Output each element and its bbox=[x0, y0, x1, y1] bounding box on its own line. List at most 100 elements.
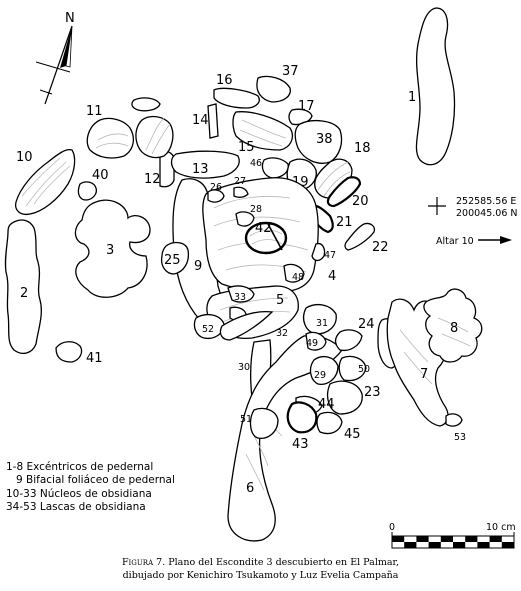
artifact-44 bbox=[261, 157, 289, 179]
artifact-label-8: 8 bbox=[450, 321, 458, 336]
artifact-label-14: 14 bbox=[192, 113, 209, 128]
artifact-46 bbox=[283, 263, 305, 283]
legend-item: 9 Bifacial foliáceo de pedernal bbox=[16, 474, 175, 487]
artifact-label-10: 10 bbox=[16, 150, 33, 165]
survey-datum-crosshair-icon bbox=[428, 197, 446, 215]
artifact-29 bbox=[309, 355, 339, 385]
north-label: N bbox=[65, 11, 75, 26]
artifact-label-32: 32 bbox=[276, 328, 288, 339]
artifact-36 bbox=[256, 75, 291, 103]
artifact-27 bbox=[233, 186, 249, 198]
artifact-50 bbox=[193, 313, 225, 340]
artifact-label-30: 30 bbox=[238, 362, 250, 373]
scale-min-label: 0 bbox=[389, 522, 395, 533]
artifact-label-40: 42 bbox=[255, 221, 272, 236]
artifact-label-12: 12 bbox=[144, 172, 161, 187]
artifact-label-29: 29 bbox=[314, 370, 326, 381]
artifact-label-21: 21 bbox=[336, 215, 353, 230]
artifact-52 bbox=[334, 329, 363, 352]
artifact-11 bbox=[86, 117, 135, 159]
artifact-label-18: 18 bbox=[354, 141, 371, 156]
artifact-39 bbox=[55, 341, 83, 363]
artifact-label-16: 16 bbox=[216, 73, 233, 88]
artifact-label-5: 5 bbox=[276, 293, 284, 308]
artifact-51 bbox=[445, 413, 463, 427]
arrow-right-icon bbox=[478, 236, 512, 244]
artifact-43 bbox=[316, 411, 343, 435]
artifact-label-39: 41 bbox=[86, 351, 103, 366]
artifact-label-48: 50 bbox=[358, 364, 370, 375]
artifact-26 bbox=[207, 189, 225, 203]
artifact-8 bbox=[423, 288, 483, 363]
artifact-label-11: 11 bbox=[86, 104, 103, 119]
artifact-31 bbox=[302, 303, 337, 335]
artifact-label-7: 7 bbox=[420, 367, 428, 382]
scale-max-label: 10 cm bbox=[486, 522, 516, 533]
artifact-label-20: 20 bbox=[352, 194, 369, 209]
artifact-label-47: 49 bbox=[306, 338, 318, 349]
artifact-48 bbox=[338, 355, 367, 382]
artifact-25 bbox=[160, 241, 190, 275]
artifact-label-33: 33 bbox=[234, 292, 246, 303]
artifact-41 bbox=[286, 401, 318, 434]
artifact-16 bbox=[213, 87, 260, 109]
caption-line-2: dibujado por Kenichiro Tsukamoto y Luz E… bbox=[122, 570, 399, 581]
legend-item: 1-8 Excéntricos de pedernal bbox=[6, 461, 154, 473]
artifact-15 bbox=[232, 111, 294, 151]
figure-label: Figura 7. bbox=[121, 557, 166, 568]
artifact-label-3: 3 bbox=[106, 243, 114, 258]
artifact-label-6: 6 bbox=[246, 481, 254, 496]
artifact-1 bbox=[415, 7, 456, 166]
figure-caption: Figura 7. Plano del Escondite 3 descubie… bbox=[0, 556, 521, 582]
artifact-label-50: 52 bbox=[202, 324, 214, 335]
artifact-40 bbox=[244, 221, 288, 255]
scale-bar bbox=[391, 532, 515, 549]
coordinate-north: 200045.06 N bbox=[456, 208, 518, 219]
artifact-22 bbox=[344, 222, 376, 251]
legend-item: 34-53 Lascas de obsidiana bbox=[6, 500, 146, 513]
caption-line-1: Plano del Escondite 3 descubierto en El … bbox=[168, 557, 400, 568]
artifact-label-51: 53 bbox=[454, 432, 466, 443]
artifact-label-9: 9 bbox=[194, 259, 202, 274]
artifact-label-22: 22 bbox=[372, 240, 389, 255]
artifact-label-44: 46 bbox=[250, 158, 262, 169]
artifact-32 bbox=[219, 310, 274, 341]
artifact-label-42: 44 bbox=[318, 397, 335, 412]
artifact-label-37: 38 bbox=[316, 132, 333, 147]
artifact-label-43: 45 bbox=[344, 427, 361, 442]
artifact-14 bbox=[207, 103, 219, 139]
artifact-label-26: 26 bbox=[210, 182, 222, 193]
artifact-label-15: 15 bbox=[238, 140, 255, 155]
artifact-38 bbox=[77, 181, 98, 201]
artifact-label-23: 23 bbox=[364, 385, 381, 400]
artifact-label-28: 28 bbox=[250, 204, 262, 215]
altar-label: Altar 10 bbox=[436, 236, 474, 247]
artifact-label-24: 24 bbox=[358, 317, 375, 332]
coordinate-east: 252585.56 E bbox=[456, 196, 516, 207]
artifact-47 bbox=[305, 331, 327, 351]
artifact-2 bbox=[4, 219, 42, 355]
artifact-23 bbox=[326, 380, 363, 415]
artifact-label-31: 31 bbox=[316, 318, 328, 329]
artifact-33 bbox=[227, 285, 255, 303]
legend-item: 10-33 Núcleos de obsidiana bbox=[6, 487, 152, 500]
artifact-label-38: 40 bbox=[92, 168, 109, 183]
artifact-label-25: 25 bbox=[164, 253, 181, 268]
artifact-label-46: 48 bbox=[292, 272, 304, 283]
artifact-label-4: 4 bbox=[328, 269, 336, 284]
artifact-label-45: 47 bbox=[324, 250, 336, 261]
artifact-label-13: 13 bbox=[192, 162, 209, 177]
artifact-label-2: 2 bbox=[20, 286, 28, 301]
artifact-label-41: 43 bbox=[292, 437, 309, 452]
artifact-label-36: 37 bbox=[282, 64, 299, 79]
artifact-20 bbox=[326, 176, 362, 208]
artifact-label-49: 51 bbox=[240, 414, 252, 425]
artifact-13 bbox=[170, 150, 240, 179]
artifact-45 bbox=[311, 242, 326, 262]
artifact-49 bbox=[249, 407, 279, 439]
artifact-28 bbox=[235, 211, 255, 227]
artifact-label-17: 17 bbox=[298, 99, 315, 114]
artifact-label-27: 27 bbox=[234, 176, 246, 187]
legend: 1-8 Excéntricos de pedernal 9 Bifacial f… bbox=[6, 461, 206, 514]
